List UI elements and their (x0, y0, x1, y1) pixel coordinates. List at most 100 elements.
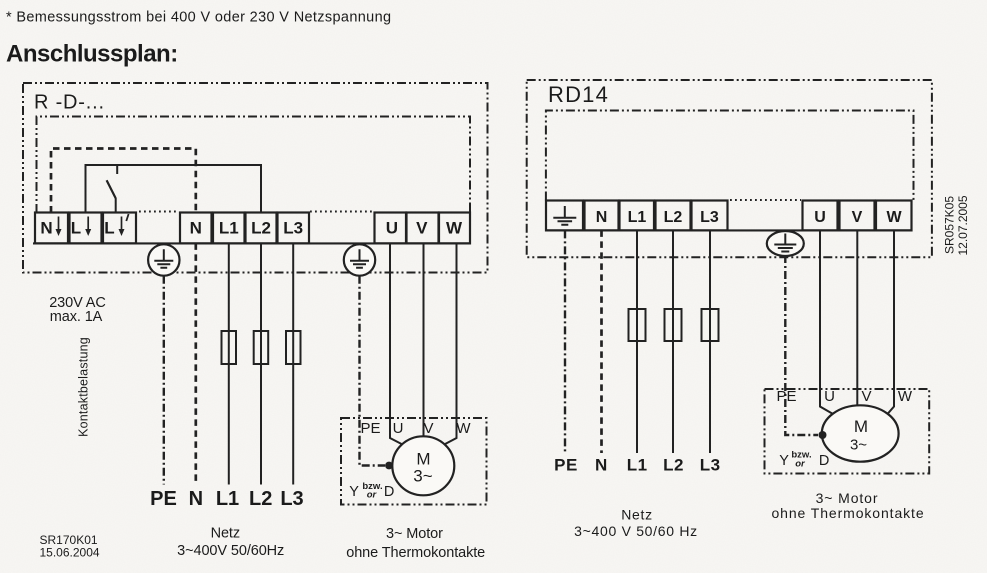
device-name-label: RD14 (548, 82, 609, 107)
star-label: Y (349, 484, 359, 500)
mains-label-line1: Netz (621, 507, 653, 523)
delta-label: D (384, 484, 394, 500)
terminal-label-l1: L1 (219, 219, 239, 238)
mains-label-line2: 3~400 V 50/60 Hz (574, 523, 698, 539)
inner-enclosure-box (35, 115, 471, 213)
u-wire (819, 230, 834, 415)
terminal-label-v: V (416, 219, 428, 238)
terminal-label-u: U (386, 219, 398, 238)
doc-date: 12.07.2005 (956, 195, 970, 255)
motor-pe-label: PE (776, 388, 796, 405)
terminal-label-n-in: N (40, 219, 52, 238)
fuse-icon (700, 308, 720, 342)
earth-symbol (774, 233, 797, 253)
inner-enclosure-box (544, 109, 915, 201)
down-arrow-icon (118, 213, 130, 236)
earth-ground-icon (765, 229, 805, 258)
terminal-label-n: N (190, 219, 202, 238)
page-title: Anschlussplan: (6, 41, 178, 68)
terminal-label-v: V (852, 209, 863, 226)
bottom-l3-label: L3 (700, 456, 721, 475)
motor-terminal-box (340, 417, 488, 506)
down-arrow-icon (85, 216, 92, 236)
pe-to-motor-wire (784, 255, 818, 437)
terminal-label-l2: L2 (664, 209, 683, 226)
terminal-box-w (437, 211, 472, 245)
w-wire (886, 230, 895, 415)
arrow-head (55, 229, 62, 236)
switch-blade (105, 179, 117, 199)
terminal-label-l3: L3 (700, 209, 719, 226)
mains-label-line1: Netz (211, 526, 240, 542)
terminal-label-l1: L1 (628, 209, 647, 226)
earth-ground-icon (553, 206, 577, 226)
u-wire (389, 243, 404, 446)
motor-caption-line1: 3~ Motor (386, 526, 443, 542)
motor-m-label: M (416, 450, 430, 469)
footnote-rated-current: * Bemessungsstrom bei 400 V oder 230 V N… (6, 10, 391, 26)
motor-phases-label: 3~ (413, 467, 432, 486)
bottom-l2-label: L2 (249, 488, 272, 510)
star-label: Y (779, 453, 789, 469)
motor-caption-line2: ohne Thermokontakte (771, 505, 924, 521)
switch-icon (105, 165, 119, 213)
fuse-icon (220, 330, 237, 365)
bottom-l2-label: L2 (663, 456, 684, 475)
terminal-label-n: N (596, 209, 608, 226)
motor-pe-label: PE (360, 420, 380, 437)
earth-ground-icon (147, 243, 181, 277)
terminal-label-w: W (886, 209, 902, 226)
outer-enclosure-box (525, 79, 933, 259)
pe-junction-dot (818, 431, 827, 439)
device-name-label: R -D-... (34, 92, 105, 114)
mains-label-line2: 3~400V 50/60Hz (177, 543, 284, 559)
doc-date: 15.06.2004 (40, 546, 100, 560)
neutral-link-dashed-wire (49, 147, 198, 213)
motor-v-label: V (861, 388, 871, 405)
outer-enclosure-box (22, 82, 489, 274)
bottom-n-label: N (189, 488, 203, 510)
motor-u-label: U (393, 420, 404, 437)
bottom-l1-label: L1 (216, 488, 239, 510)
pe-junction-dot (385, 461, 393, 470)
prime-tick (125, 213, 130, 222)
motor-phases-label: 3~ (850, 437, 867, 454)
contact-rating-line2: max. 1A (50, 309, 103, 325)
terminal-label-l2: L2 (251, 219, 271, 238)
motor-u-label: U (824, 388, 835, 405)
bottom-pe-label: PE (554, 456, 578, 475)
terminal-label-l3: L3 (283, 219, 303, 238)
diagram-rd-controller: R -D-... N L L (22, 82, 489, 561)
earth-symbol (553, 206, 577, 226)
earth-symbol (154, 249, 174, 269)
bottom-pe-label: PE (150, 488, 177, 510)
motor-m-label: M (854, 417, 868, 436)
terminal-box-l-out (101, 211, 138, 245)
motor-caption-line2: ohne Thermokontakte (346, 545, 485, 561)
contact-load-rotated-label: Kontaktbelastung (77, 337, 91, 437)
or-label: or (367, 490, 378, 501)
motor-w-label: W (456, 420, 471, 437)
switch-wire (84, 164, 262, 213)
motor-caption-line1: 3~ Motor (816, 490, 879, 506)
terminal-label-l-out: L (104, 219, 114, 238)
motor-v-label: V (423, 420, 433, 437)
bottom-l3-label: L3 (280, 488, 303, 510)
arrow-head (118, 229, 125, 236)
bzw-label: bzw. (362, 481, 382, 492)
down-arrow-icon (55, 216, 62, 236)
doc-number: SR170K01 (40, 533, 98, 547)
fuse-icon (252, 330, 270, 365)
earth-ground-icon (342, 243, 377, 277)
w-wire (443, 243, 458, 446)
terminal-box-n-in (33, 211, 70, 245)
bottom-n-label: N (595, 456, 608, 475)
bottom-l1-label: L1 (627, 456, 648, 475)
fuse-icon (627, 308, 647, 342)
contact-rating-line1: 230V AC (49, 295, 106, 311)
motor-terminal-box (763, 388, 931, 475)
earth-symbol (350, 249, 369, 269)
terminal-label-l-in: L (71, 219, 81, 238)
